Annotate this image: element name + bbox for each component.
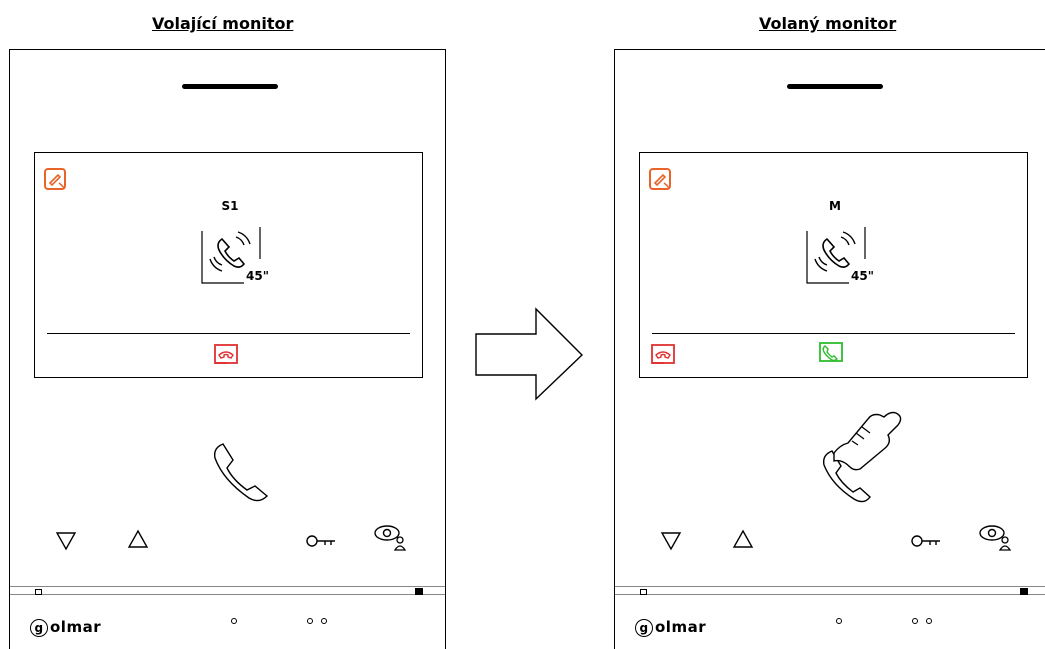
status-dot bbox=[307, 618, 313, 624]
hangup-icon[interactable] bbox=[650, 343, 676, 365]
ringing-phone-icon bbox=[806, 227, 866, 284]
screen: M 45" bbox=[639, 152, 1028, 378]
down-triangle-icon[interactable] bbox=[53, 527, 79, 553]
screen-divider bbox=[652, 333, 1015, 334]
called-monitor: M 45" bbox=[614, 49, 1045, 649]
hangup-icon[interactable] bbox=[213, 343, 239, 365]
caller-label: M bbox=[829, 199, 841, 213]
key-icon[interactable] bbox=[305, 527, 339, 553]
eye-user-icon[interactable] bbox=[978, 522, 1014, 552]
screen-divider bbox=[47, 333, 410, 334]
handset-icon[interactable] bbox=[209, 440, 279, 506]
base-line bbox=[10, 594, 445, 595]
ringing-phone-icon bbox=[201, 227, 261, 284]
left-monitor-title: Volající monitor bbox=[152, 14, 294, 33]
call-timer: 45" bbox=[246, 269, 269, 283]
base-line bbox=[615, 594, 1045, 595]
logo-text: olmar bbox=[50, 618, 102, 636]
call-timer: 45" bbox=[851, 269, 874, 283]
logo-text: olmar bbox=[655, 618, 707, 636]
hand-icon bbox=[822, 411, 902, 503]
led-indicator bbox=[415, 588, 423, 595]
status-dot bbox=[836, 618, 842, 624]
status-dot bbox=[231, 618, 237, 624]
status-dot bbox=[912, 618, 918, 624]
base-line bbox=[615, 586, 1045, 587]
down-triangle-icon[interactable] bbox=[658, 527, 684, 553]
right-monitor-title: Volaný monitor bbox=[759, 14, 897, 33]
base-line bbox=[10, 586, 445, 587]
up-triangle-icon[interactable] bbox=[730, 527, 756, 553]
calling-monitor: S1 45" bbox=[9, 49, 446, 649]
led-indicator bbox=[1020, 588, 1028, 595]
edit-phone-icon[interactable] bbox=[649, 168, 671, 190]
screen: S1 45" bbox=[34, 152, 423, 378]
speaker-slot bbox=[787, 84, 883, 89]
status-dot bbox=[321, 618, 327, 624]
up-triangle-icon[interactable] bbox=[125, 527, 151, 553]
key-icon[interactable] bbox=[910, 527, 944, 553]
speaker-slot bbox=[182, 84, 278, 89]
answer-icon[interactable] bbox=[818, 341, 844, 363]
caller-label: S1 bbox=[221, 199, 239, 213]
arrow-right-icon bbox=[475, 307, 584, 401]
status-dot bbox=[926, 618, 932, 624]
eye-user-icon[interactable] bbox=[373, 522, 409, 552]
led-indicator bbox=[640, 589, 647, 595]
logo-initial: g bbox=[635, 619, 653, 637]
edit-phone-icon[interactable] bbox=[44, 168, 66, 190]
logo-initial: g bbox=[30, 619, 48, 637]
led-indicator bbox=[35, 589, 42, 595]
